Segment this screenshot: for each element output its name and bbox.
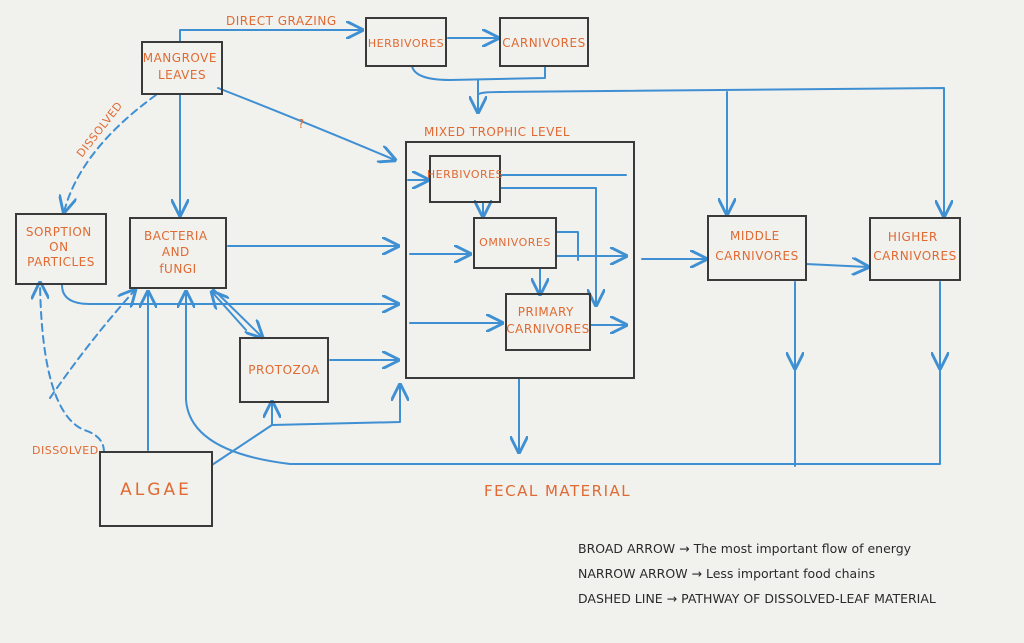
- arrow-bacteria-protozoa: [211, 287, 262, 337]
- label-dissolved-top: DISSOLVED: [74, 99, 125, 160]
- label-mixed-herbivores: HERBIVORES: [427, 168, 503, 181]
- box-mixed-trophic: [405, 141, 635, 379]
- box-sorption: [15, 213, 107, 285]
- arrow-leaves-mixed: [217, 87, 395, 160]
- label-bacteria-fungi: BACTERIA AND fUNGI: [144, 229, 212, 276]
- label-primary-carnivores: PRIMARY CARNIVORES: [506, 305, 589, 336]
- arrow-dissolved-sorption: [64, 94, 157, 212]
- line-fecal-return: [186, 292, 941, 465]
- box-higher-carnivores: [869, 217, 961, 281]
- arrow-algae-bacteria-dashed: [49, 290, 135, 399]
- arrow-grazing: [179, 30, 362, 43]
- legend-narrow-arrow: NARROW ARROW → Less important food chain…: [578, 566, 875, 581]
- label-middle-carnivores: MIDDLE CARNIVORES: [715, 229, 798, 263]
- legend-dashed-line: DASHED LINE → PATHWAY OF DISSOLVED-LEAF …: [578, 591, 936, 606]
- box-herbivores-top: [365, 17, 447, 67]
- box-protozoa: [239, 337, 329, 403]
- legend-broad-arrow: BROAD ARROW → The most important flow of…: [578, 541, 912, 556]
- arrow-dissolved-algae-sorption: [40, 283, 105, 453]
- arrow-algae-mixed: [271, 385, 400, 426]
- line-herb-right2: [499, 187, 596, 305]
- label-omnivores: OMNIVORES: [479, 236, 551, 249]
- box-algae: [99, 451, 213, 527]
- box-omnivores: [473, 217, 557, 269]
- label-higher-carnivores: HIGHER CARNIVORES: [873, 230, 956, 263]
- arrow-top-to-mixed: [411, 64, 547, 81]
- label-sorption: SORPTION ON PARTICLES: [26, 225, 96, 269]
- label-direct-grazing: DIRECT GRAZING: [226, 14, 337, 28]
- label-dissolved-bottom: DISSOLVED: [32, 444, 99, 457]
- label-herbivores-top: HERBIVORES: [368, 37, 444, 50]
- box-mangrove-leaves: [141, 41, 223, 95]
- label-protozoa: PROTOZOA: [248, 363, 320, 377]
- label-mixed-trophic: MIXED TROPHIC LEVEL: [424, 125, 570, 139]
- label-carnivores-top: CARNIVORES: [502, 36, 585, 50]
- arrow-sorption-mixed: [61, 284, 398, 304]
- box-carnivores-top: [499, 17, 589, 67]
- box-bacteria-fungi: [129, 217, 227, 289]
- line-omni-right: [555, 231, 579, 261]
- arrow-algae-protozoa: [211, 402, 272, 466]
- box-mixed-herbivores: [429, 155, 501, 203]
- arrow-middle-higher: [805, 264, 868, 267]
- arrow-protozoa-bacteria: [212, 292, 247, 331]
- line-return-top: [477, 87, 944, 216]
- box-middle-carnivores: [707, 215, 807, 281]
- label-mangrove-leaves: MANGROVE LEAVES: [143, 51, 222, 82]
- label-algae: ALGAE: [120, 480, 192, 500]
- label-fecal-material: FECAL MATERIAL: [484, 482, 631, 500]
- label-question: ?: [298, 117, 305, 131]
- box-primary-carnivores: [505, 293, 591, 351]
